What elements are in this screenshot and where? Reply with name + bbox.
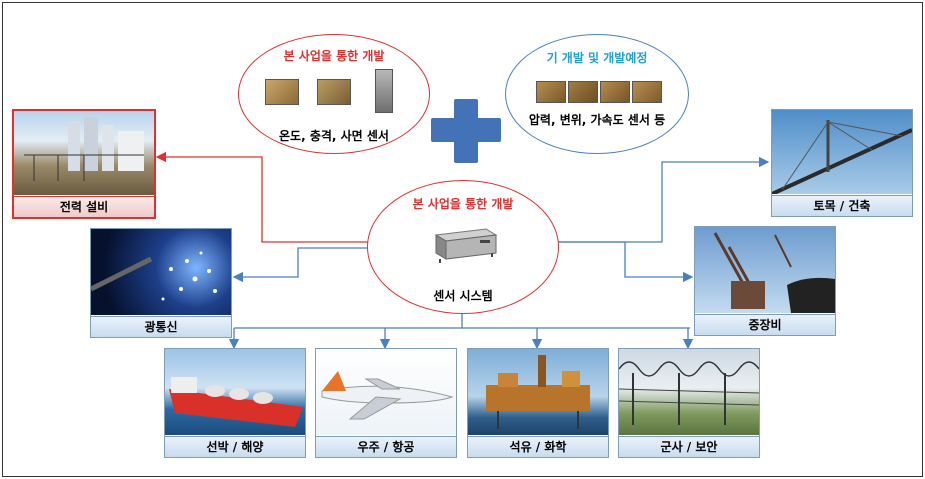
power-facility-label: 전력 설비 <box>14 196 154 217</box>
heavy-equipment-label: 중장비 <box>695 314 835 335</box>
optical-comm-label: 광통신 <box>91 316 231 337</box>
power-facility-node: 전력 설비 <box>12 109 156 219</box>
optical-fiber-photo <box>91 229 231 315</box>
power-facility-photo <box>14 111 154 195</box>
slope-sensor-thumbnail <box>375 69 393 113</box>
connector-power <box>155 151 370 243</box>
displacement-sensor-thumbnail <box>568 81 598 103</box>
sensor-system-title: 본 사업을 통한 개발 <box>412 197 514 211</box>
connector-optical <box>232 247 370 283</box>
existing-sensors-ellipse: 기 개발 및 개발예정 압력, 변위, 가속도 센서 등 <box>505 34 689 154</box>
oil-platform-photo <box>468 349 608 435</box>
ship-label: 선박 / 해양 <box>165 436 305 457</box>
ship-photo <box>165 349 305 435</box>
optical-comm-node: 광통신 <box>90 228 232 338</box>
petrochemical-label: 석유 / 화학 <box>468 436 608 457</box>
sensor-device-icon <box>434 228 498 263</box>
crane-photo <box>695 227 835 313</box>
military-node: 군사 / 보안 <box>618 348 760 458</box>
heavy-equipment-node: 중장비 <box>694 226 836 336</box>
pressure-sensor-thumbnail <box>536 81 566 103</box>
existing-sensors-caption: 압력, 변위, 가속도 센서 등 <box>528 113 666 127</box>
developed-sensors-ellipse: 본 사업을 통한 개발 온도, 충격, 사면 센서 <box>238 34 430 154</box>
aerospace-label: 우주 / 항공 <box>316 436 456 457</box>
aerospace-node: 우주 / 항공 <box>315 348 457 458</box>
developed-sensors-caption: 온도, 충격, 사면 센서 <box>279 129 389 143</box>
acceleration-sensor-thumbnail <box>600 81 630 103</box>
barbed-wire-photo <box>619 349 759 435</box>
sensor-system-caption: 센서 시스템 <box>433 289 493 303</box>
other-sensor-thumbnail <box>632 81 662 103</box>
shock-sensor-thumbnail <box>317 79 351 105</box>
airplane-photo <box>316 349 456 435</box>
civil-node: 토목 / 건축 <box>771 109 913 217</box>
ship-node: 선박 / 해양 <box>164 348 306 458</box>
civil-label: 토목 / 건축 <box>772 195 912 216</box>
military-label: 군사 / 보안 <box>619 436 759 457</box>
bridge-photo <box>772 110 912 194</box>
sensor-system-ellipse: 본 사업을 통한 개발 센서 시스템 <box>367 180 559 314</box>
petrochemical-node: 석유 / 화학 <box>467 348 609 458</box>
existing-sensors-title: 기 개발 및 개발예정 <box>546 51 648 65</box>
developed-sensors-title: 본 사업을 통한 개발 <box>283 49 385 63</box>
connector-heavy <box>556 241 694 283</box>
temperature-sensor-thumbnail <box>265 79 299 105</box>
